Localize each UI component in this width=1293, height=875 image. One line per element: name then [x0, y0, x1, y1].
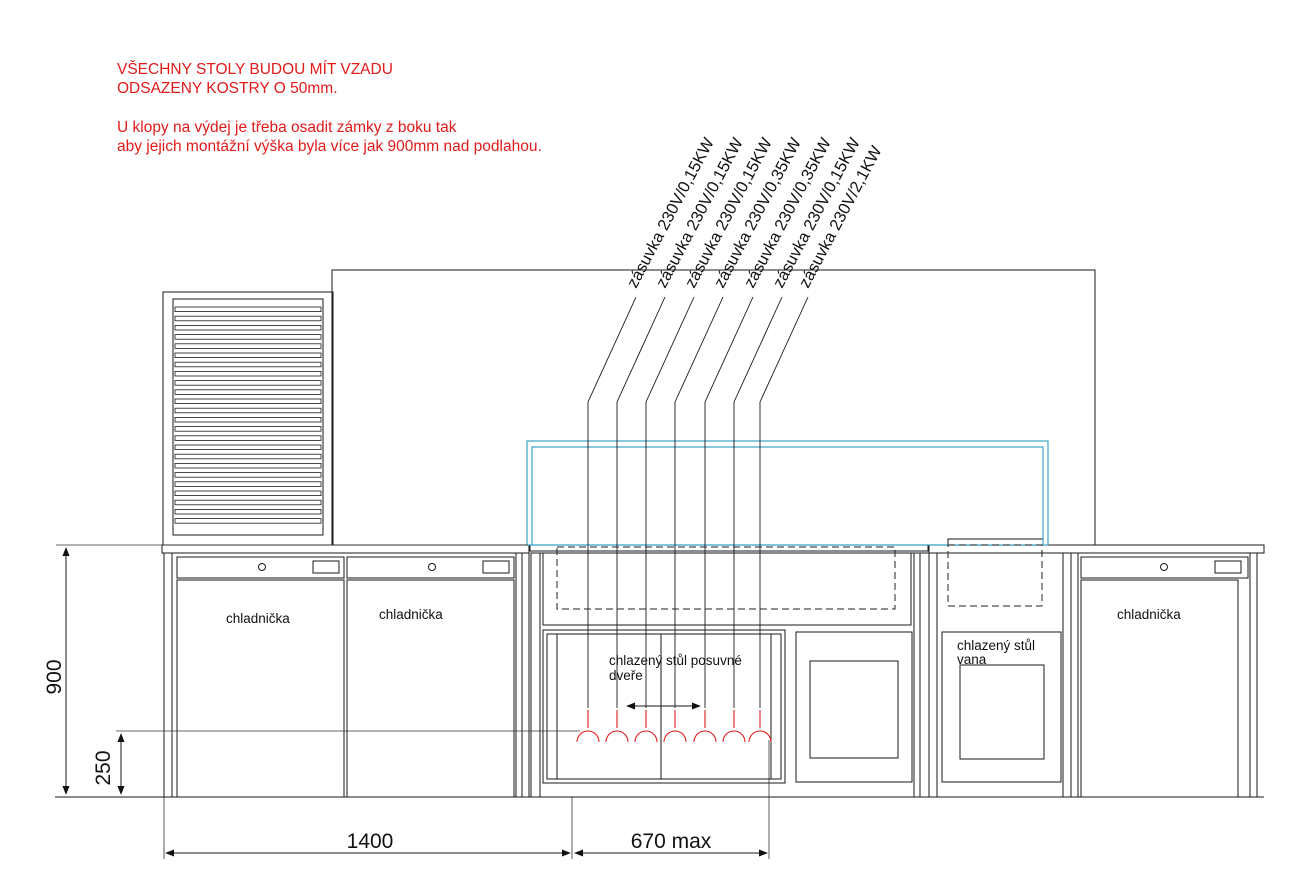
louver-slats — [174, 306, 322, 524]
tub-door — [941, 631, 1062, 783]
socket-symbol — [634, 730, 658, 743]
louver-slat — [174, 426, 322, 432]
louvered-tall-cabinet — [162, 291, 334, 546]
tub-table-label: vana — [957, 652, 987, 667]
louver-slat — [174, 324, 322, 331]
louver-slat — [174, 370, 322, 377]
socket-leader-diagonal — [704, 296, 754, 403]
fridge-label: chladnička — [226, 611, 290, 626]
louver-slat — [174, 407, 322, 414]
drawer-knob — [1160, 563, 1168, 571]
louver-slat — [174, 389, 322, 395]
note-locks: U klopy na výdej je třeba osadit zámky z… — [117, 118, 542, 156]
louver-slat — [174, 453, 322, 460]
drawer-handle — [482, 560, 510, 574]
socket-height-dimension: 250 — [92, 730, 580, 795]
width-dimension-fridges: 1400 — [163, 797, 573, 859]
louver-slat — [174, 444, 322, 450]
fridge-label: chladnička — [379, 607, 443, 622]
louver-slat — [174, 416, 322, 423]
louver-slat — [174, 343, 322, 349]
note-line: U klopy na výdej je třeba osadit zámky z… — [117, 119, 457, 136]
socket-symbol — [722, 730, 746, 743]
height-dimension: 900 — [43, 544, 528, 795]
center-counter: chlazený stůl posuvné dveře — [530, 546, 930, 798]
drawer-handle — [1214, 560, 1242, 574]
louver-slat — [174, 508, 322, 515]
socket-symbol — [748, 730, 772, 743]
tub-table: chlazený stůl vana — [928, 544, 1072, 798]
fridge-unit-right: chladnička — [1070, 552, 1258, 798]
glass-door — [795, 631, 913, 783]
sink-outline — [556, 546, 896, 610]
dimension-250: 250 — [92, 750, 115, 785]
louver-slat — [174, 334, 322, 340]
drawer-knob — [428, 563, 436, 571]
louver-slat — [174, 490, 322, 496]
note-line: aby jejich montážní výška byla více jak … — [117, 138, 542, 155]
width-dimension-sockets: 670 max — [574, 740, 770, 859]
back-wall — [331, 269, 1096, 546]
louver-slat — [174, 361, 322, 368]
tub-outline — [947, 544, 1043, 607]
note-line: VŠECHNY STOLY BUDOU MÍT VZADU — [117, 61, 393, 78]
tub-window — [959, 664, 1045, 760]
louver-slat — [174, 315, 322, 322]
fridge-label: chladnička — [1117, 607, 1181, 622]
louver-slat — [174, 398, 322, 404]
socket-symbol — [663, 730, 687, 743]
worktop — [161, 538, 1265, 554]
note-line: ODSAZENY KOSTRY O 50mm. — [117, 80, 338, 97]
socket-leader-diagonal — [587, 296, 637, 403]
dimension-670-max: 670 max — [631, 830, 712, 853]
fridge-unit-left: chladnička chladnička — [163, 552, 530, 798]
sliding-door-frame — [542, 629, 786, 784]
louver-slat — [174, 352, 322, 358]
socket-symbol — [576, 730, 600, 743]
socket-leader-diagonal — [645, 296, 695, 403]
drawer-handle — [312, 560, 340, 574]
louver-slat — [174, 462, 322, 469]
socket-leader-diagonal — [616, 296, 666, 403]
tub-table-label: chlazený stůl — [957, 638, 1035, 653]
dimension-1400: 1400 — [347, 830, 394, 853]
socket-symbol — [605, 730, 629, 743]
louver-slat — [174, 435, 322, 441]
socket-leader-diagonal — [759, 296, 809, 403]
display-case — [526, 440, 1049, 546]
drawer-knob — [258, 563, 266, 571]
note-back-offset: VŠECHNY STOLY BUDOU MÍT VZADU ODSAZENY K… — [117, 60, 393, 98]
socket-leader-diagonal — [733, 296, 783, 403]
dimension-900: 900 — [43, 659, 66, 694]
louver-slat — [174, 499, 322, 506]
louver-slat — [174, 518, 322, 524]
socket-leader-diagonal — [674, 296, 724, 403]
louver-slat — [174, 481, 322, 487]
socket-symbol — [693, 730, 717, 743]
glass-window — [809, 660, 899, 759]
louver-slat — [174, 306, 322, 312]
louver-slat — [174, 380, 322, 386]
sliding-table-label: dveře — [609, 668, 643, 683]
louver-slat — [174, 472, 322, 478]
